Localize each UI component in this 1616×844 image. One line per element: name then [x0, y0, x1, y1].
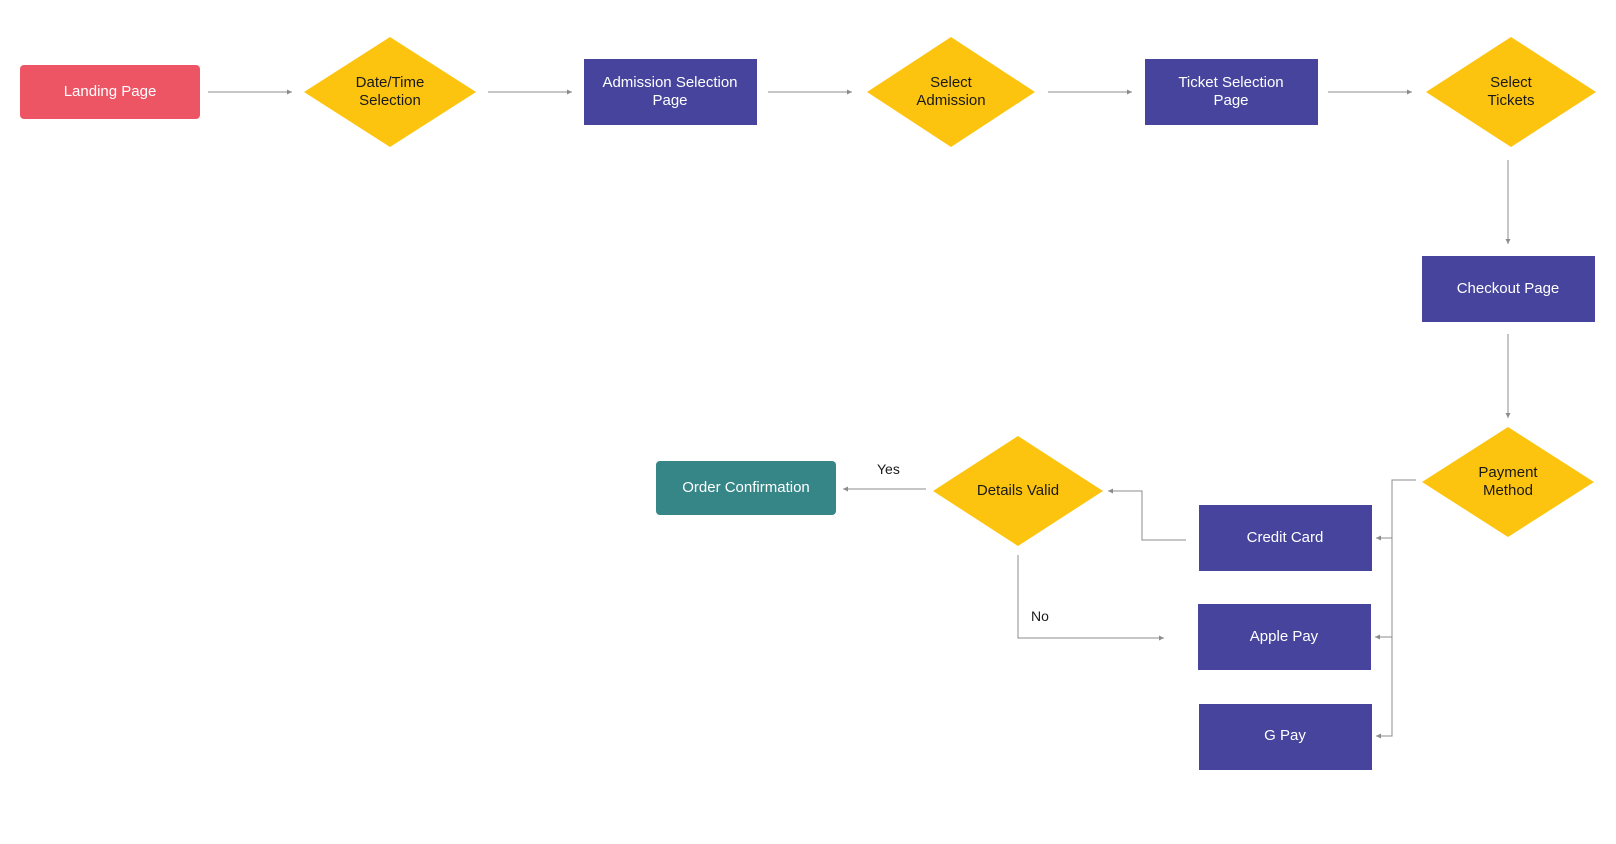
datetime-selection-label-line: Selection — [359, 92, 421, 109]
datetime-selection-shape — [304, 37, 476, 147]
connectors — [208, 89, 1511, 739]
checkout-page-label: Checkout Page — [1457, 280, 1560, 297]
edge-payment-to-g-pay — [1376, 637, 1393, 739]
node-details-valid[interactable]: Details Valid — [933, 436, 1103, 546]
credit-card-label: Credit Card — [1247, 529, 1324, 546]
datetime-selection-label-line: Date/Time — [356, 74, 425, 91]
select-admission-label-line: Admission — [916, 92, 985, 109]
edge-payment-to-credit-card — [1376, 479, 1416, 541]
node-credit-card[interactable]: Credit Card — [1199, 505, 1372, 571]
credit-card-shape — [1199, 505, 1372, 571]
admission-selection-page-label-line: Admission Selection — [602, 74, 737, 91]
node-apple-pay[interactable]: Apple Pay — [1198, 604, 1371, 670]
admission-selection-page-label-line: Page — [652, 92, 687, 109]
apple-pay-shape — [1198, 604, 1371, 670]
apple-pay-label: Apple Pay — [1250, 628, 1319, 645]
admission-selection-page-shape — [584, 59, 757, 125]
g-pay-shape — [1199, 704, 1372, 770]
ticket-selection-page-shape — [1145, 59, 1318, 125]
credit-card-label-line: Credit Card — [1247, 529, 1324, 546]
select-tickets-label-line: Tickets — [1488, 92, 1535, 109]
node-checkout-page[interactable]: Checkout Page — [1422, 256, 1595, 322]
node-order-confirmation[interactable]: Order Confirmation — [656, 461, 836, 515]
select-admission-shape — [867, 37, 1035, 147]
edge-details-valid-to-apple-pay — [1017, 555, 1164, 641]
details-valid-label-line: Details Valid — [977, 482, 1059, 499]
order-confirmation-shape — [656, 461, 836, 515]
edge-credit-card-to-details-valid — [1108, 488, 1186, 541]
edge-label-no: No — [1031, 608, 1049, 624]
select-admission-label-line: Select — [930, 74, 973, 91]
g-pay-label: G Pay — [1264, 727, 1306, 744]
landing-page-shape — [20, 65, 200, 119]
checkout-page-shape — [1422, 256, 1595, 322]
select-tickets-shape — [1426, 37, 1596, 147]
order-confirmation-label-line: Order Confirmation — [682, 479, 810, 496]
edge-payment-to-apple-pay — [1375, 538, 1393, 640]
payment-method-label-line: Payment — [1478, 464, 1538, 481]
details-valid-label: Details Valid — [977, 482, 1059, 499]
g-pay-label-line: G Pay — [1264, 727, 1306, 744]
ticket-selection-page-label-line: Ticket Selection — [1178, 74, 1283, 91]
payment-method-shape — [1422, 427, 1594, 537]
details-valid-shape — [933, 436, 1103, 546]
payment-method-label-line: Method — [1483, 482, 1533, 499]
checkout-page-label-line: Checkout Page — [1457, 280, 1560, 297]
landing-page-label-line: Landing Page — [64, 83, 157, 100]
landing-page-label: Landing Page — [64, 83, 157, 100]
select-tickets-label-line: Select — [1490, 74, 1533, 91]
edge-label-yes: Yes — [877, 461, 900, 477]
node-landing-page[interactable]: Landing Page — [20, 65, 200, 119]
order-confirmation-label: Order Confirmation — [682, 479, 810, 496]
node-g-pay[interactable]: G Pay — [1199, 704, 1372, 770]
apple-pay-label-line: Apple Pay — [1250, 628, 1319, 645]
ticket-selection-page-label-line: Page — [1213, 92, 1248, 109]
